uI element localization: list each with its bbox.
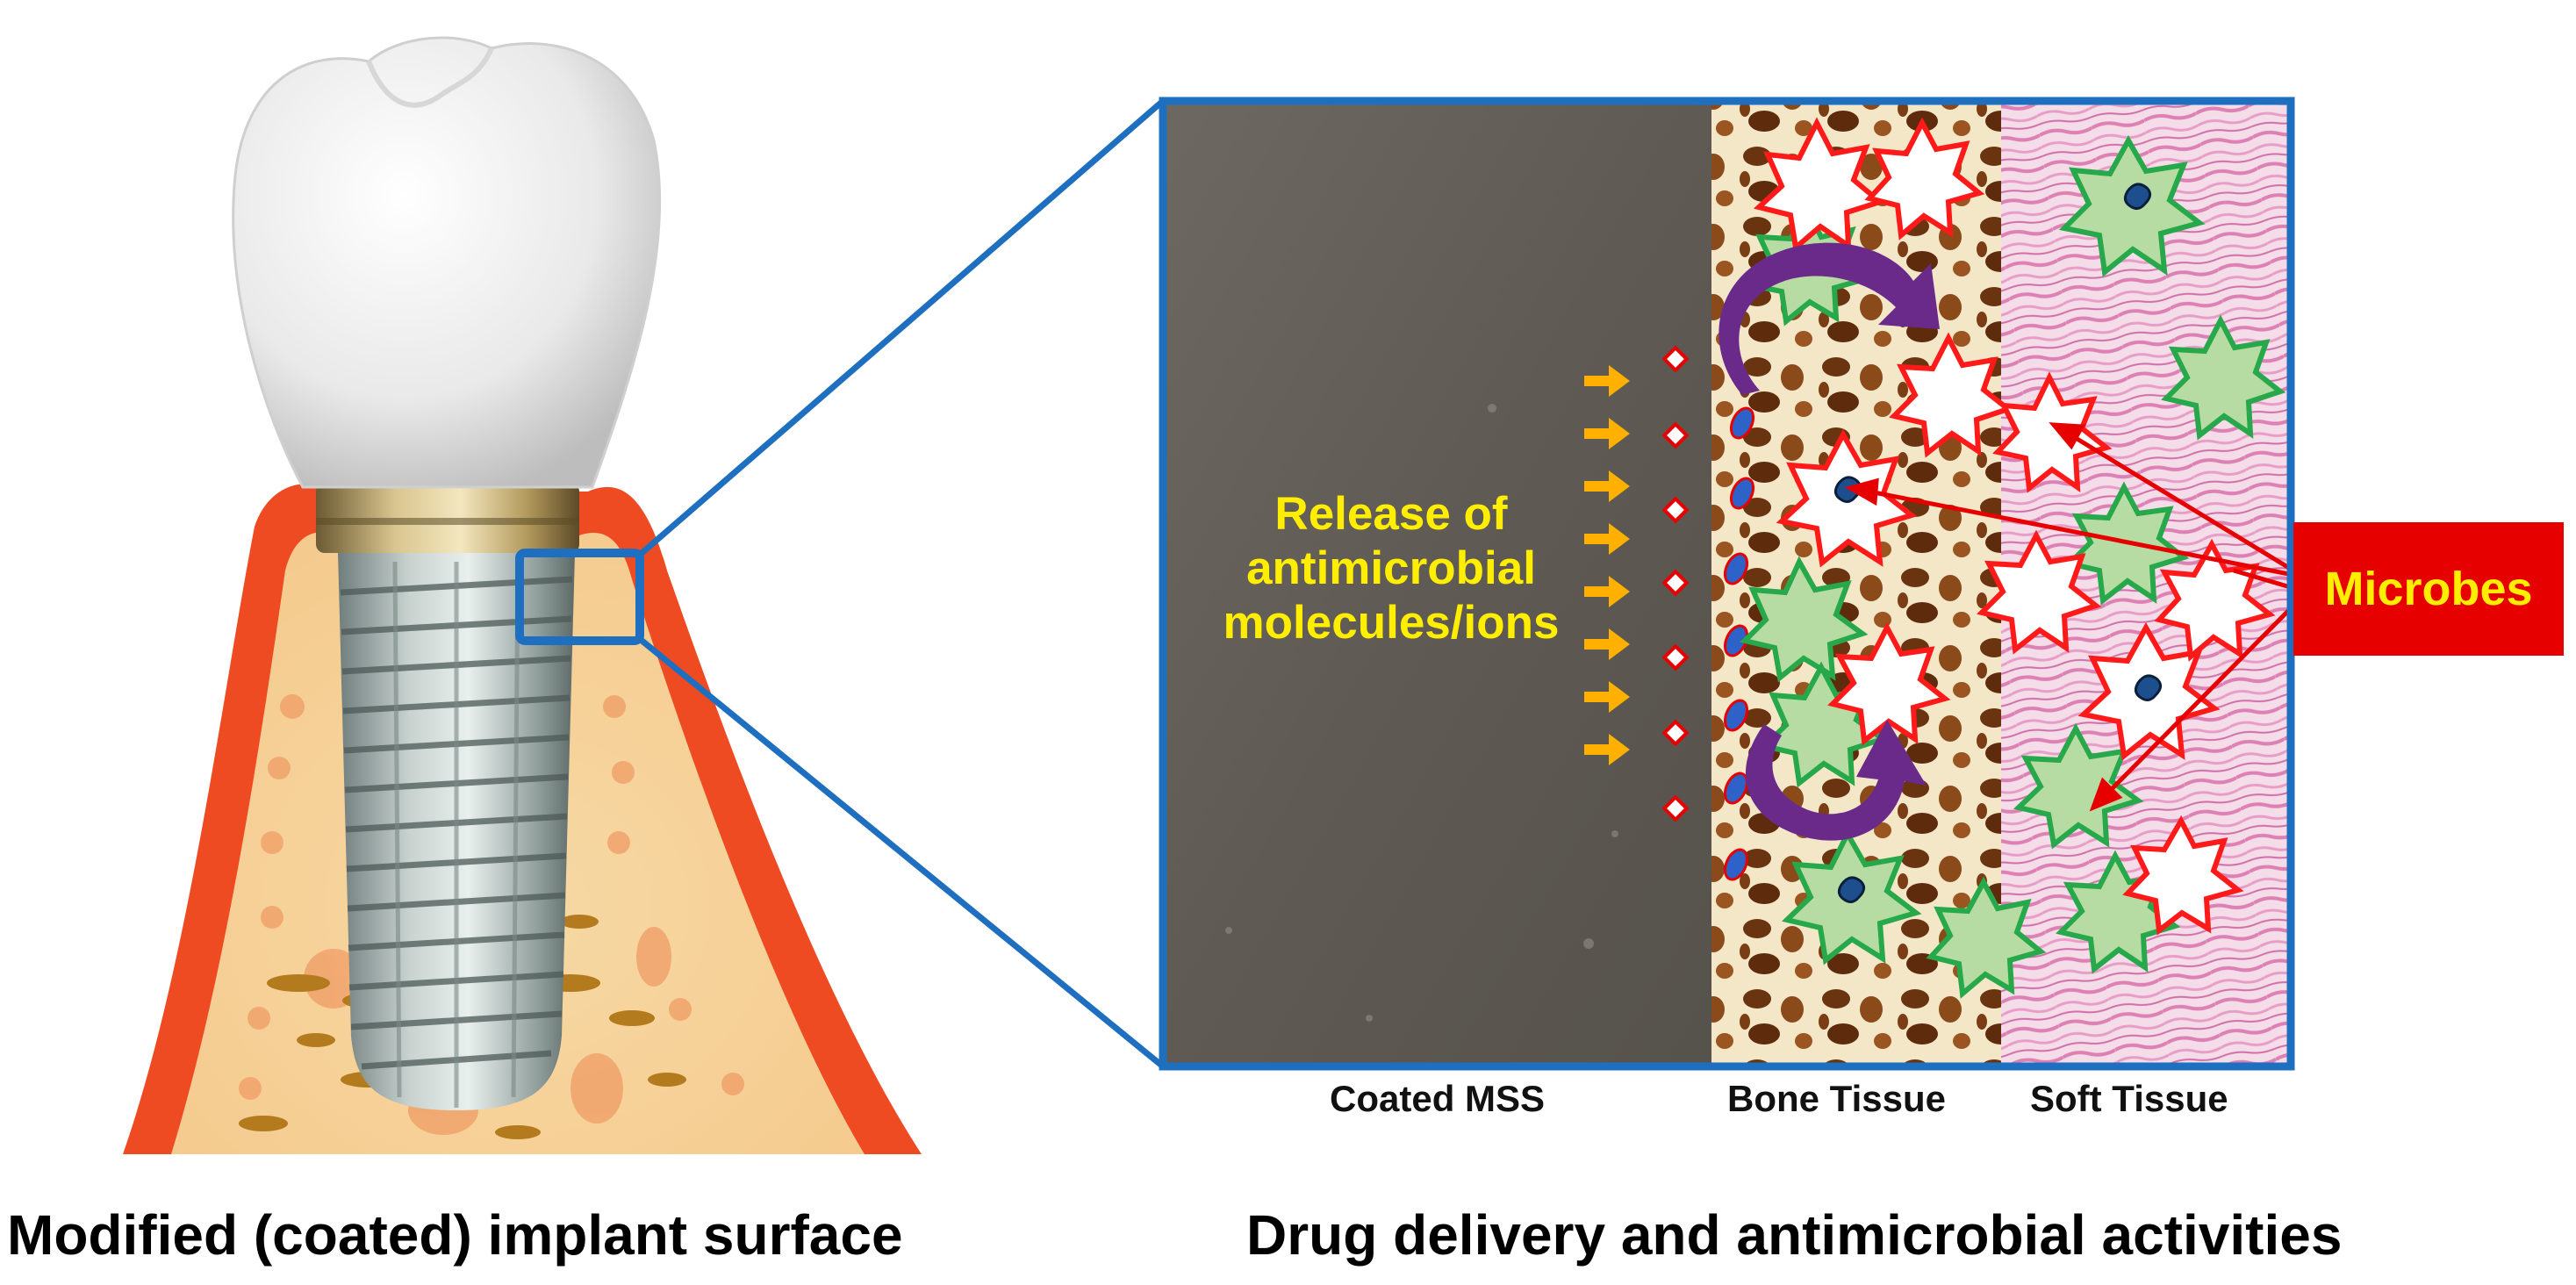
- screw-flutes: [392, 561, 520, 1108]
- release-line-3: molecules/ions: [1223, 597, 1560, 649]
- implant-illustration: [123, 36, 922, 1154]
- microbes-label-box: [2293, 522, 2564, 656]
- zone-label-soft-tissue: Soft Tissue: [2030, 1078, 2228, 1119]
- release-line-1: Release of: [1274, 488, 1508, 540]
- zone-label-coated-mss: Coated MSS: [1330, 1078, 1546, 1119]
- left-panel-caption: Modified (coated) implant surface: [7, 1203, 903, 1267]
- dental-crown: [232, 36, 662, 489]
- release-label: Release of antimicrobial molecules/ions: [1167, 487, 1615, 650]
- microbe-pointer-arrows: [1844, 422, 2295, 812]
- zoom-connector-lines: [637, 98, 1166, 1069]
- release-arrows: [1584, 365, 1630, 765]
- cell-nuclei: [1833, 183, 2162, 903]
- right-panel-caption: Drug delivery and antimicrobial activiti…: [1246, 1203, 2343, 1267]
- magnify-region-box: [515, 549, 644, 645]
- zone-label-bone-tissue: Bone Tissue: [1727, 1078, 1946, 1119]
- released-molecules: [1661, 345, 1690, 822]
- bone-pores: [239, 694, 744, 1135]
- zoomed-panel-frame: [1159, 97, 2295, 1071]
- released-ions: [1723, 406, 1755, 881]
- exchange-curved-arrows: [1719, 242, 1940, 841]
- microbe-cells: [1753, 117, 2276, 936]
- zoomed-panel: [1159, 97, 2295, 1071]
- release-line-2: antimicrobial: [1246, 542, 1536, 594]
- microbes-label: Microbes: [2324, 563, 2533, 615]
- coated-mss-region: [1163, 101, 1711, 1066]
